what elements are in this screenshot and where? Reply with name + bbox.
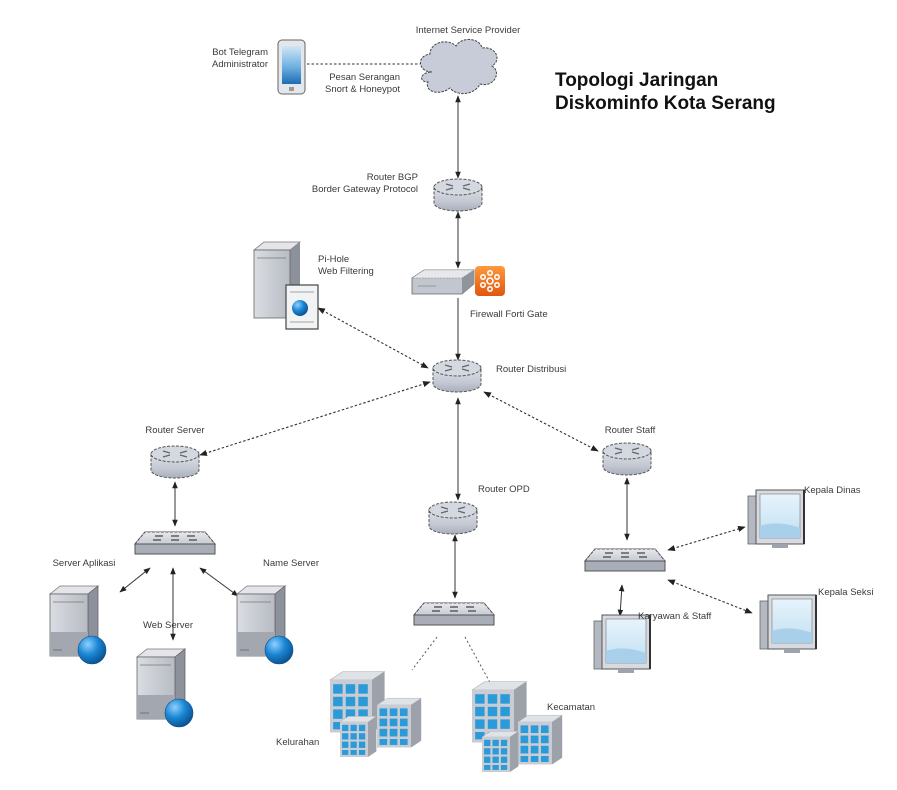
switch-server-icon[interactable]	[134, 531, 216, 555]
karyawan-label: Karyawan & Staff	[638, 611, 712, 622]
building-icon	[329, 671, 422, 758]
firewall-node[interactable]: Firewall Forti Gate	[411, 266, 548, 320]
diagram-title-line2: Diskominfo Kota Serang	[555, 93, 776, 114]
router-opd-label: Router OPD	[478, 484, 530, 495]
router-icon	[602, 442, 652, 476]
alert-link-label-line2: Snort & Honeypot	[325, 84, 400, 95]
web-server-node[interactable]: Web Server	[136, 620, 194, 728]
link-switch-kecamatan	[464, 636, 494, 689]
telegram-bot-node[interactable]: Bot Telegram Administrator	[212, 39, 306, 95]
kepala-dinas-node[interactable]: Kepala Dinas	[747, 485, 861, 549]
link-switch-name-server	[199, 567, 239, 597]
name-server-node[interactable]: Name Server	[236, 558, 319, 665]
link-switch-kepala-dinas	[667, 526, 746, 551]
kelurahan-label: Kelurahan	[276, 737, 319, 748]
router-icon	[150, 445, 200, 479]
isp-label: Internet Service Provider	[416, 25, 521, 36]
workstation-icon	[593, 614, 651, 674]
switch-staff-icon[interactable]	[584, 548, 666, 572]
router-icon	[432, 359, 482, 393]
telegram-label-line1: Bot Telegram	[212, 47, 268, 58]
link-distribusi-router-server	[199, 381, 431, 456]
link-distribusi-router-staff	[483, 391, 599, 452]
firewall-label: Firewall Forti Gate	[470, 309, 548, 320]
router-icon	[428, 501, 478, 535]
kelurahan-node[interactable]: Kelurahan	[276, 671, 422, 758]
router-staff-node[interactable]: Router Staff	[602, 425, 656, 476]
alert-link-label-line1: Pesan Serangan	[329, 72, 400, 83]
pihole-label-line1: Pi-Hole	[318, 254, 349, 265]
name-server-label: Name Server	[263, 558, 319, 569]
router-opd-node[interactable]: Router OPD	[428, 484, 530, 535]
web-server-icon	[252, 241, 319, 330]
pihole-label-line2: Web Filtering	[318, 266, 374, 277]
router-distribusi-node[interactable]: Router Distribusi	[432, 359, 566, 393]
workstation-icon	[747, 489, 805, 549]
workstation-icon	[759, 594, 817, 654]
kepala-seksi-label: Kepala Seksi	[818, 587, 873, 598]
isp-node[interactable]: Internet Service Provider	[416, 25, 521, 94]
connections	[119, 63, 753, 689]
router-bgp-node[interactable]: Router BGP Border Gateway Protocol	[312, 172, 483, 212]
router-staff-label: Router Staff	[605, 425, 656, 436]
building-icon	[471, 681, 563, 773]
link-switch-server-aplikasi	[119, 567, 151, 593]
switch-opd-icon[interactable]	[413, 602, 495, 626]
firewall-appliance-icon	[411, 269, 475, 295]
server-aplikasi-node[interactable]: Server Aplikasi	[49, 558, 116, 665]
server-icon	[136, 648, 194, 728]
router-server-label: Router Server	[145, 425, 204, 436]
pihole-node[interactable]: Pi-Hole Web Filtering	[252, 241, 374, 330]
kepala-seksi-node[interactable]: Kepala Seksi	[759, 587, 873, 654]
link-switch-karyawan	[617, 584, 625, 617]
kecamatan-node[interactable]: Kecamatan	[471, 681, 595, 773]
link-switch-kelurahan	[411, 636, 438, 671]
server-aplikasi-label: Server Aplikasi	[53, 558, 116, 569]
fortigate-logo-icon	[475, 266, 505, 296]
diagram-title-line1: Topologi Jaringan	[555, 70, 718, 91]
server-icon	[49, 585, 107, 665]
tablet-icon	[277, 39, 306, 95]
kecamatan-label: Kecamatan	[547, 702, 595, 713]
link-switch-kepala-seksi	[667, 579, 753, 614]
server-icon	[236, 585, 294, 665]
router-icon	[433, 178, 483, 212]
router-distribusi-label: Router Distribusi	[496, 364, 566, 375]
router-bgp-label-line2: Border Gateway Protocol	[312, 184, 418, 195]
web-server-label: Web Server	[143, 620, 193, 631]
cloud-icon	[420, 39, 498, 94]
router-bgp-label-line1: Router BGP	[367, 172, 418, 183]
kepala-dinas-label: Kepala Dinas	[804, 485, 861, 496]
router-server-node[interactable]: Router Server	[145, 425, 205, 479]
karyawan-staff-node[interactable]: Karyawan & Staff	[593, 611, 712, 674]
telegram-label-line2: Administrator	[212, 59, 268, 70]
link-pihole-distribusi	[317, 307, 429, 369]
